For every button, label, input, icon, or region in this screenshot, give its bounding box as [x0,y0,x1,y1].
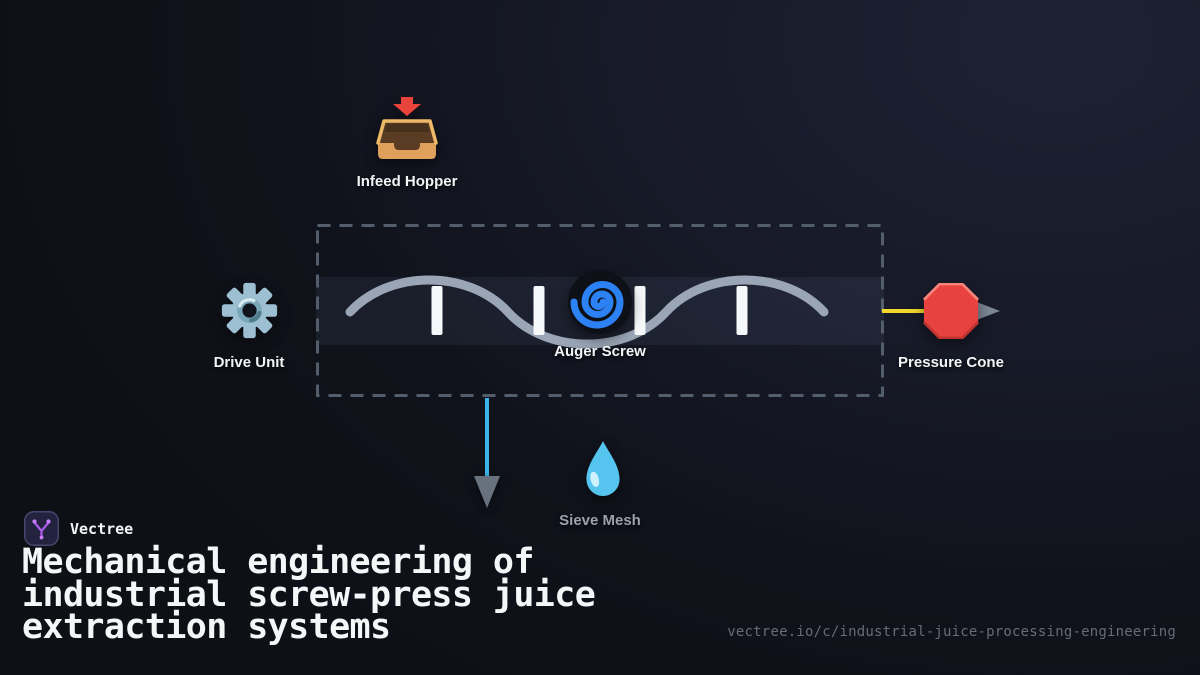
node-label-auger-screw: Auger Screw [554,343,646,360]
right-arrowhead-icon [974,301,1000,321]
flight-bar [431,286,443,335]
auger-wave-path [345,275,829,349]
cyclone-spiral-icon [568,270,632,334]
auger-wave-graphic [345,275,829,349]
node-label-drive-unit: Drive Unit [213,354,285,371]
footer-url: vectree.io/c/industrial-juice-processing… [727,624,1176,640]
brand-name: Vectree [70,520,134,538]
page-title-line-3: extraction systems [22,607,391,647]
node-label-infeed-hopper: Infeed Hopper [356,173,458,190]
stop-octagon-icon [923,283,979,339]
page-title-line-2: industrial screw-press juice [22,574,596,615]
water-droplet-icon [586,441,620,496]
flight-bar [736,286,748,335]
flight-bar [533,286,545,335]
inbox-tray-icon [376,97,438,159]
blue-connector-line [485,398,489,476]
gear-icon [221,282,278,339]
yellow-connector-line [882,309,924,313]
page-title-line-1: Mechanical engineering of [22,542,534,582]
down-arrowhead-icon [474,476,500,508]
node-label-sieve-mesh: Sieve Mesh [559,512,641,529]
node-label-pressure-cone: Pressure Cone [898,354,1004,371]
page-title: Mechanical engineering of industrial scr… [22,542,596,647]
flight-bar [634,286,646,335]
vectree-logo-icon [24,511,59,546]
